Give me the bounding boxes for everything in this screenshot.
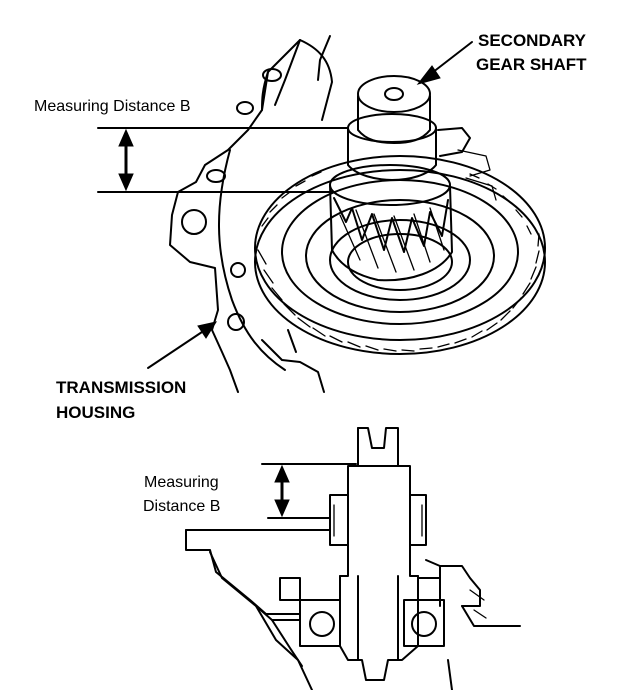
bolt-hole: [227, 313, 245, 331]
bolt-hole: [181, 209, 207, 235]
dimension-distance-top: [97, 127, 349, 193]
shaft-center-hole: [384, 87, 404, 101]
top-illustration: [97, 35, 546, 393]
label-transmission-housing-2: HOUSING: [56, 403, 135, 422]
pinion-gear: [329, 164, 453, 282]
arrowhead-up: [274, 464, 290, 483]
shaft-section: [329, 427, 427, 681]
label-secondary-gear-shaft-2: GEAR SHAFT: [476, 55, 587, 74]
arrowhead-up: [118, 128, 134, 147]
bolt-hole: [262, 68, 282, 82]
transmission-housing: [169, 35, 333, 393]
bottom-cross-section: [185, 427, 521, 690]
label-measuring-distance-bottom-1: Measuring: [144, 474, 219, 491]
leader-secondary-gear-shaft: [416, 41, 473, 85]
arrowhead-down: [274, 499, 290, 518]
ring-gear: [254, 155, 546, 355]
label-transmission-housing-1: TRANSMISSION: [56, 378, 186, 397]
dimension-distance-bottom: [261, 463, 357, 519]
bearing-left: [279, 577, 341, 647]
bolt-hole: [236, 101, 254, 115]
bolt-hole: [230, 262, 246, 278]
secondary-gear-shaft: [347, 75, 497, 201]
leader-transmission-housing: [147, 321, 218, 369]
bearing-right: [403, 577, 445, 647]
arrowhead-down: [118, 173, 134, 192]
label-measuring-distance-bottom-2: Distance B: [143, 498, 220, 515]
label-measuring-distance-top: Measuring Distance B: [34, 98, 191, 115]
bolt-hole: [206, 169, 226, 183]
label-secondary-gear-shaft-1: SECONDARY: [478, 31, 587, 50]
housing-section-left: [185, 529, 331, 690]
